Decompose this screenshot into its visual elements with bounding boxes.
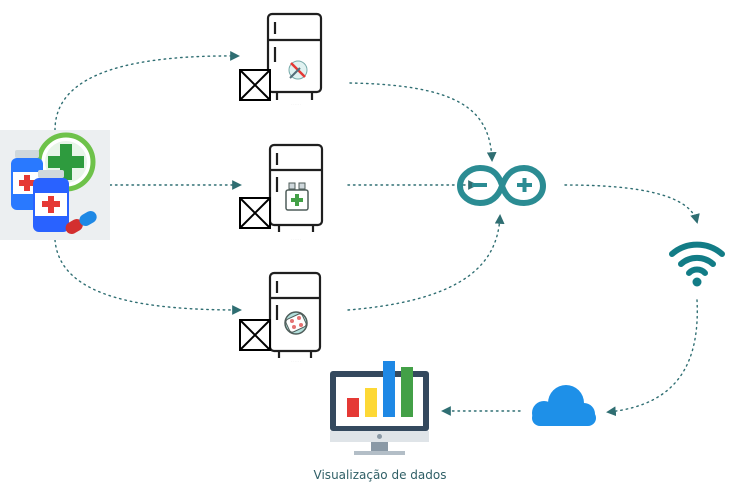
svg-text:· · · · · ·: · · · · · · [291, 359, 302, 363]
broken-image-icon [239, 197, 271, 229]
broken-image-icon [239, 319, 271, 351]
broken-image-icon [239, 69, 271, 101]
svg-text:· · · · · ·: · · · · · · [291, 237, 302, 241]
connectors [54, 51, 700, 417]
svg-text:· · · · · ·: · · · · · · [291, 102, 302, 106]
refrigerator-firstaid-icon [268, 143, 324, 232]
connector-fridge-1-to-arduino [349, 82, 497, 162]
medicine-bottles-icon [0, 130, 110, 240]
monitor-chart-icon [330, 361, 429, 455]
refrigerator-pills-icon [268, 271, 322, 358]
data-visualization-caption: Visualização de dados [313, 468, 447, 482]
connector-arduino-to-wifi [564, 184, 700, 224]
arduino-icon [456, 164, 547, 207]
connector-fridge-3-to-arduino [347, 214, 505, 311]
connector-medicine-to-fridge-3 [54, 239, 242, 315]
connector-wifi-to-cloud [606, 299, 698, 417]
cloud-icon [532, 385, 596, 426]
connector-medicine-to-fridge-1 [54, 51, 240, 131]
refrigerator-syringe-icon [266, 12, 323, 100]
wifi-icon [669, 241, 725, 287]
